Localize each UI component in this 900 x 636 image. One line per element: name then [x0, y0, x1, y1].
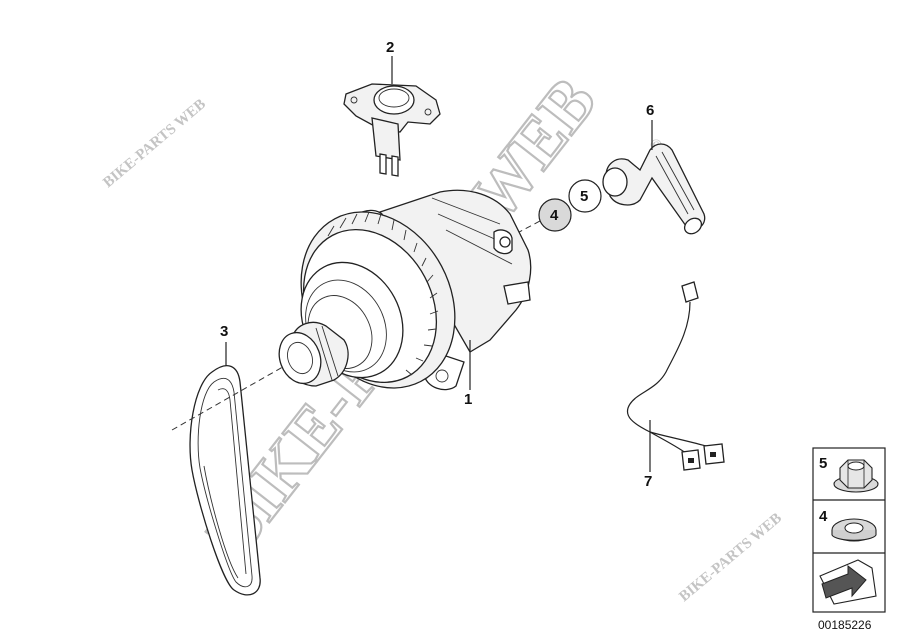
callout-3: 3	[220, 323, 228, 340]
callout-6: 6	[646, 102, 654, 119]
axis-line-washer	[507, 220, 541, 239]
bracket-arrow-icon	[819, 559, 877, 605]
callout-4: 4	[550, 207, 559, 224]
watermark-top-left: BIKE-PARTS WEB	[100, 96, 209, 191]
legend-number-washer: 4	[819, 508, 828, 525]
washer-drawing	[538, 198, 572, 232]
regulator-drawing	[343, 83, 441, 177]
legend-washer-icon	[831, 518, 877, 542]
callout-1: 1	[464, 391, 472, 408]
axis-line-belt	[171, 363, 289, 431]
callout-7: 7	[644, 473, 652, 490]
cable-drawing	[626, 281, 725, 471]
callout-2: 2	[386, 39, 394, 56]
document-number: 00185226	[818, 618, 872, 632]
legend-number-nut: 5	[819, 455, 827, 472]
alternator-drawing	[278, 189, 532, 391]
cable-cap-drawing	[602, 143, 706, 235]
watermark-top-left-text: BIKE-PARTS WEB	[100, 96, 209, 191]
watermark-bottom-right: BIKE-PARTS WEB	[676, 510, 785, 605]
callout-5: 5	[580, 188, 588, 205]
leader-lines	[225, 56, 653, 472]
v-belt-drawing	[189, 365, 261, 596]
legend-panel: 5 4	[812, 447, 886, 613]
watermark-bottom-right-text: BIKE-PARTS WEB	[676, 510, 785, 605]
nut-drawing	[568, 179, 602, 213]
legend-nut-icon	[833, 459, 879, 493]
